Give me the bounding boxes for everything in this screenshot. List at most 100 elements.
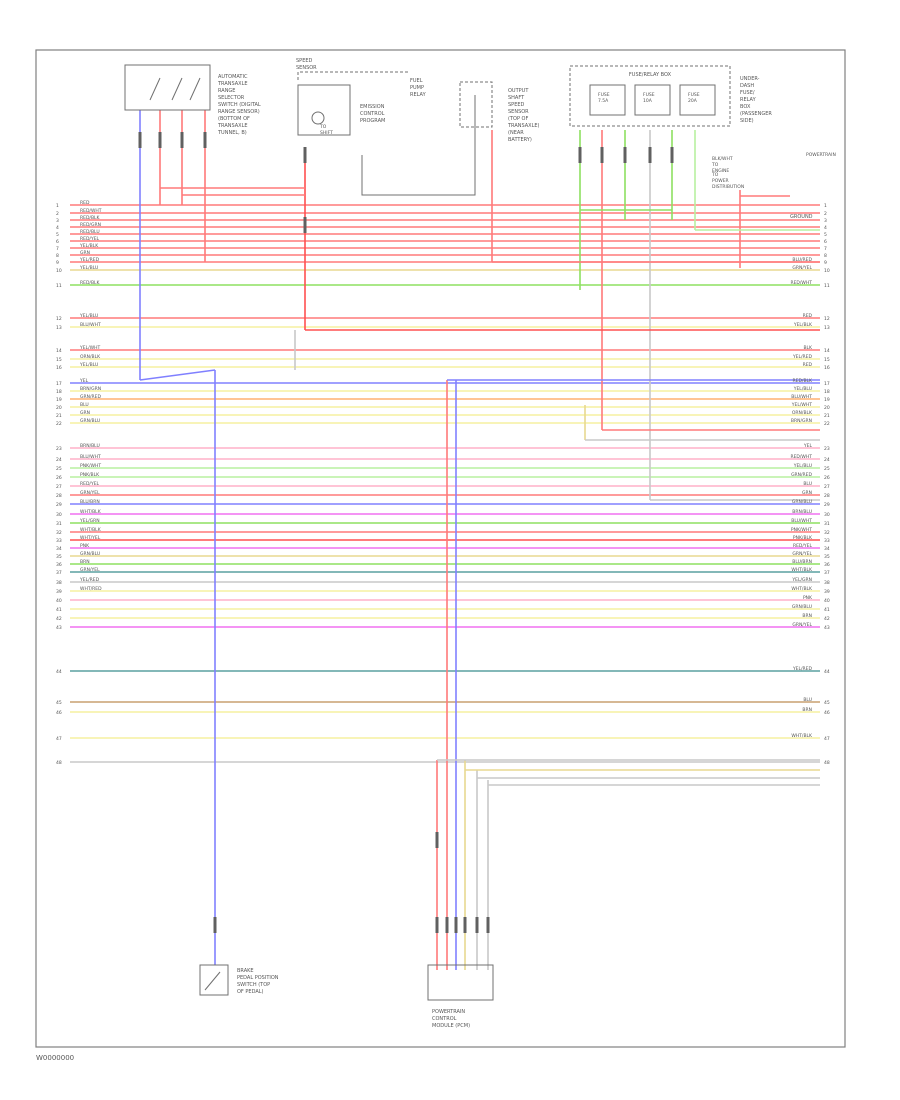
- wire-jog: [139, 369, 216, 381]
- wire-label-right: YEL/BLU: [793, 463, 812, 469]
- wire-label-left: YEL/RED: [79, 577, 100, 583]
- circuit-number-left: 33: [56, 538, 62, 544]
- relay-coil: [311, 111, 325, 125]
- circuit-number-left: 15: [56, 357, 62, 363]
- wire-label-right: WHT/BLK: [791, 567, 813, 573]
- component-label: OUTPUT: [508, 88, 529, 94]
- connector-pin: [670, 147, 674, 163]
- circuit-number-left: 46: [56, 710, 62, 716]
- wire-label-left: WHT/RED: [80, 586, 102, 592]
- component-label: TRANSAXLE: [217, 81, 248, 87]
- circuit-number-right: 47: [824, 736, 830, 742]
- component-label: EMISSION: [360, 104, 385, 110]
- wire-label-left: RED/YEL: [80, 481, 100, 487]
- component-label: (TOP OF: [508, 116, 528, 122]
- circuit-number-left: 20: [56, 405, 62, 411]
- fuse-label: FUSE: [643, 92, 655, 98]
- wire-label-right: PNK/WHT: [791, 527, 812, 533]
- connector-pin: [435, 832, 439, 848]
- circuit-number-left: 5: [56, 232, 59, 238]
- relay-outline: [297, 71, 410, 80]
- connector-pin: [445, 917, 449, 933]
- circuit-number-right: 28: [824, 493, 830, 499]
- circuit-number-left: 31: [56, 521, 62, 527]
- circuit-number-left: 1: [56, 203, 59, 209]
- connector-pin: [486, 917, 490, 933]
- circuit-number-left: 48: [56, 760, 62, 766]
- fuse-cell: [589, 84, 626, 116]
- wire-label-right: GRN/BLU: [792, 604, 812, 610]
- wire-label-left: YEL/BLU: [79, 313, 98, 319]
- component-label: SHIFT: [320, 130, 333, 136]
- wire-label-left: WHT/YEL: [80, 535, 101, 541]
- component-label: BATTERY): [508, 137, 532, 143]
- component-label: BOX: [740, 104, 751, 110]
- circuit-number-right: 4: [824, 225, 827, 231]
- relay-box: [297, 84, 351, 136]
- wire-label-right: GRN/BLU: [792, 499, 812, 505]
- circuit-number-left: 41: [56, 607, 62, 613]
- wire-runs: [70, 204, 820, 763]
- circuit-number-left: 16: [56, 365, 62, 371]
- circuit-number-left: 39: [56, 589, 62, 595]
- circuit-number-right: 29: [824, 502, 830, 508]
- circuit-number-left: 40: [56, 598, 62, 604]
- fuse-relay-box: [569, 65, 731, 127]
- circuit-number-right: 48: [824, 760, 830, 766]
- component-label: SENSOR: [508, 109, 529, 115]
- wire-label-left: BLU/WHT: [80, 454, 101, 460]
- wire-label-right: GRN/RED: [791, 472, 812, 478]
- component-label: CONTROL: [360, 111, 385, 117]
- circuit-number-right: 26: [824, 475, 830, 481]
- circuit-number-right: 13: [824, 325, 830, 331]
- connector-pin: [158, 132, 162, 148]
- circuit-number-left: 11: [56, 283, 62, 289]
- circuit-number-left: 47: [56, 736, 62, 742]
- connector-pin: [213, 917, 217, 933]
- wire-label-left: YEL: [79, 378, 89, 384]
- wire-label-right: BLU: [803, 481, 812, 487]
- circuit-number-right: 25: [824, 466, 830, 472]
- fuse-label: FUSE: [598, 92, 610, 98]
- circuit-number-right: 32: [824, 530, 830, 536]
- component-label: OF PEDAL): [237, 989, 264, 995]
- circuit-number-left: 19: [56, 397, 62, 403]
- component-label: MODULE (PCM): [432, 1023, 470, 1029]
- fuse-label: 10A: [643, 98, 653, 104]
- wire-label-left: RED/YEL: [80, 236, 100, 242]
- component-label: SPEED: [296, 58, 313, 64]
- circuit-number-right: 35: [824, 554, 830, 560]
- fuse-label: 7.5A: [598, 98, 609, 104]
- connector-pin: [623, 147, 627, 163]
- wire-label-right: ORN/BLK: [792, 410, 813, 416]
- component-label: CONTROL: [432, 1016, 457, 1022]
- component-label: RANGE: [218, 88, 235, 94]
- wire-label-left: GRN/BLU: [80, 418, 100, 424]
- circuit-number-right: 46: [824, 710, 830, 716]
- wire-label-right: RED: [803, 313, 813, 319]
- connector-pin: [475, 917, 479, 933]
- circuit-number-right: 30: [824, 512, 830, 518]
- component-label: AUTOMATIC: [218, 74, 248, 80]
- page-code: W0000000: [36, 1054, 74, 1062]
- wire-label-right: RED/WHT: [790, 280, 812, 286]
- connector-pin: [203, 132, 207, 148]
- component-label: TRANSAXLE: [217, 123, 248, 129]
- circuit-number-right: 5: [824, 232, 827, 238]
- fuel-pump-relay-box: [459, 81, 493, 128]
- wire-label-left: RED/WHT: [80, 208, 102, 214]
- pcm-module: [427, 964, 494, 1001]
- fuse-label: FUSE: [688, 92, 700, 98]
- fuse-label: 20A: [688, 98, 698, 104]
- wire-label-right: BRN/GRN: [791, 418, 812, 424]
- circuit-number-right: 2: [824, 211, 827, 217]
- circuit-number-right: 37: [824, 570, 830, 576]
- circuit-number-right: 43: [824, 625, 830, 631]
- wire-label-left: GRN: [80, 250, 90, 256]
- circuit-number-left: 24: [56, 457, 62, 463]
- wire-label-right: BLK: [803, 345, 813, 351]
- component-label: SENSOR: [296, 65, 317, 71]
- circuit-number-right: 19: [824, 397, 830, 403]
- component-note: ENGINE: [712, 168, 729, 174]
